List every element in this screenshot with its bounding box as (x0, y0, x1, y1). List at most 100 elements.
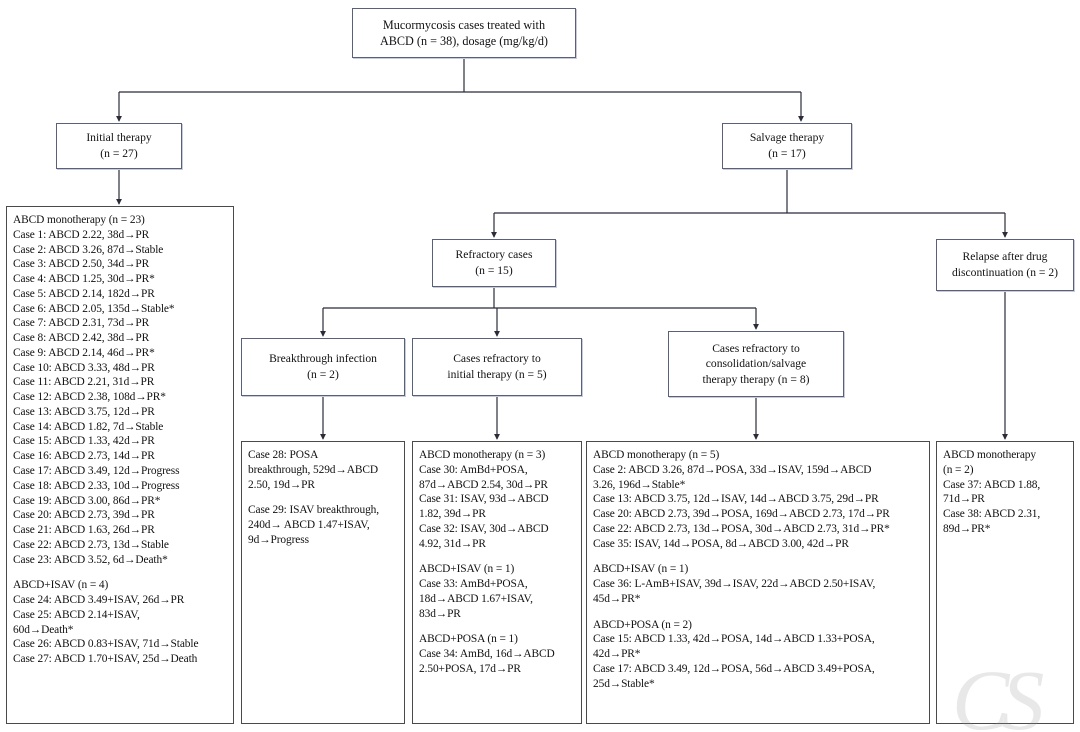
list-item: ABCD+ISAV (n = 1) (593, 563, 689, 576)
list-item: Case 10: ABCD 3.33, 48d→PR (13, 361, 155, 374)
list-item: Case 9: ABCD 2.14, 46d→PR* (13, 346, 155, 359)
node-relapse-after-discontinuation[interactable]: Relapse after drug discontinuation (n = … (936, 239, 1074, 291)
listbox-initial-therapy-cases[interactable]: ABCD monotherapy (n = 23) Case 1: ABCD 2.… (6, 206, 234, 724)
list-item: 83d→PR (419, 607, 461, 620)
node-salvage-therapy-label: Salvage therapy (749, 131, 825, 145)
node-salvage-therapy[interactable]: Salvage therapy (n = 17) (722, 123, 852, 169)
list-item: Case 28: POSA (248, 449, 319, 461)
list-item: 2.50, 19d→PR (248, 478, 315, 491)
list-item: Case 21: ABCD 1.63, 26d→PR (13, 524, 155, 537)
list-item: Case 22: ABCD 2.73, 13d→Stable (13, 538, 169, 551)
node-refr-cons-line1: Cases refractory to (712, 341, 800, 355)
list-item: ABCD monotherapy (943, 449, 1036, 461)
node-relapse-line1: Relapse after drug (962, 250, 1048, 264)
list-item: Case 12: ABCD 2.38, 108d→PR* (13, 391, 166, 404)
node-refractory-to-initial-therapy[interactable]: Cases refractory to initial therapy (n =… (412, 338, 582, 396)
list-item: ABCD monotherapy (n = 5) (593, 449, 720, 461)
node-refr-initial-line2: initial therapy (n = 5) (447, 368, 547, 381)
list-item: 25d→Stable* (593, 677, 655, 690)
node-breakthrough-infection[interactable]: Breakthrough infection (n = 2) (241, 338, 405, 396)
list-item: Case 34: AmBd, 16d→ABCD (419, 648, 555, 661)
list-item: ABCD+ISAV (n = 1) (419, 563, 515, 576)
list-item: Case 23: ABCD 3.52, 6d→Death* (13, 553, 168, 566)
node-root-line1: Mucormycosis cases treated with (382, 17, 546, 32)
node-root[interactable]: Mucormycosis cases treated with ABCD (n … (352, 8, 576, 58)
node-refractory-to-consolidation-salvage[interactable]: Cases refractory to consolidation/salvag… (668, 331, 844, 397)
list-item: Case 14: ABCD 1.82, 7d→Stable (13, 420, 164, 433)
list-item: Case 16: ABCD 2.73, 14d→PR (13, 450, 155, 463)
list-item: 60d→Death* (13, 623, 74, 636)
list-item: Case 17: ABCD 3.49, 12d→POSA, 56d→ABCD 3… (593, 662, 875, 675)
list-item: 2.50+POSA, 17d→PR (419, 662, 521, 675)
node-initial-therapy[interactable]: Initial therapy (n = 27) (56, 123, 182, 169)
node-salvage-therapy-count: (n = 17) (768, 147, 806, 160)
list-item: Case 13: ABCD 3.75, 12d→PR (13, 405, 155, 418)
list-item: Case 36: L-AmB+ISAV, 39d→ISAV, 22d→ABCD … (593, 578, 876, 591)
list-item: Case 38: ABCD 2.31, (943, 508, 1041, 521)
list-item: Case 31: ISAV, 93d→ABCD (419, 493, 549, 506)
node-refractory-cases-label: Refractory cases (455, 248, 533, 262)
list-item: (n = 2) (943, 463, 974, 476)
list-item: 9d→Progress (248, 533, 309, 546)
list-item: Case 4: ABCD 1.25, 30d→PR* (13, 273, 155, 286)
list-item: 4.92, 31d→PR (419, 537, 486, 550)
list-item: 240d→ ABCD 1.47+ISAV, (248, 519, 370, 532)
list-spacer (593, 551, 924, 562)
list-spacer (419, 551, 576, 562)
listbox-breakthrough-cases[interactable]: Case 28: POSA breakthrough, 529d→ABCD 2.50… (241, 441, 405, 724)
list-item: Case 11: ABCD 2.21, 31d→PR (13, 376, 155, 389)
list-item: 89d→PR* (943, 522, 991, 535)
node-refractory-cases-count: (n = 15) (475, 264, 513, 277)
list-item: ABCD+POSA (n = 2) (593, 618, 692, 631)
list-item: Case 15: ABCD 1.33, 42d→POSA, 14d→ABCD 1… (593, 633, 875, 646)
listbox-relapse-cases[interactable]: ABCD monotherapy (n = 2) Case 37: ABCD 1.8… (936, 441, 1074, 724)
list-item: Case 26: ABCD 0.83+ISAV, 71d→Stable (13, 638, 199, 651)
listbox-refractory-initial-cases[interactable]: ABCD monotherapy (n = 3)Case 30: AmBd+PO… (412, 441, 582, 724)
list-item: Case 3: ABCD 2.50, 34d→PR (13, 258, 150, 271)
node-refr-cons-line3: therapy therapy (n = 8) (702, 372, 810, 386)
list-item: Case 5: ABCD 2.14, 182d→PR (13, 287, 155, 300)
list-item: Case 7: ABCD 2.31, 73d→PR (13, 317, 150, 330)
list-item: Case 2: ABCD 3.26, 87d→POSA, 33d→ISAV, 1… (593, 463, 872, 476)
list-spacer (593, 607, 924, 618)
list-item: ABCD+ISAV (n = 4) (13, 579, 109, 592)
list-item: Case 24: ABCD 3.49+ISAV, 26d→PR (13, 594, 185, 607)
list-item: Case 25: ABCD 2.14+ISAV, (13, 608, 140, 621)
list-item: Case 18: ABCD 2.33, 10d→Progress (13, 479, 180, 492)
list-item: Case 33: AmBd+POSA, (419, 578, 528, 591)
node-initial-therapy-label: Initial therapy (86, 131, 152, 145)
node-relapse-line2: discontinuation (n = 2) (951, 266, 1059, 279)
node-breakthrough-count: (n = 2) (307, 368, 339, 381)
list-item: 3.26, 196d→Stable* (593, 478, 686, 491)
list-item: Case 8: ABCD 2.42, 38d→PR (13, 332, 150, 345)
node-breakthrough-label: Breakthrough infection (269, 352, 377, 366)
list-spacer (248, 492, 399, 503)
list-item: Case 27: ABCD 1.70+ISAV, 25d→Death (13, 653, 198, 666)
list-item: Case 37: ABCD 1.88, (943, 478, 1041, 491)
list-item: 42d→PR* (593, 648, 641, 661)
list-item: Case 17: ABCD 3.49, 12d→Progress (13, 465, 180, 478)
node-refractory-cases[interactable]: Refractory cases (n = 15) (432, 239, 556, 287)
list-item: 45d→PR* (593, 592, 641, 605)
node-initial-therapy-count: (n = 27) (100, 147, 138, 160)
node-root-line2: ABCD (n = 38), dosage (mg/kg/d) (379, 34, 548, 48)
list-item: Case 13: ABCD 3.75, 12d→ISAV, 14d→ABCD 3… (593, 493, 879, 506)
list-item: Case 35: ISAV, 14d→POSA, 8d→ABCD 3.00, 4… (593, 537, 849, 550)
listbox-refractory-consolidation-cases[interactable]: ABCD monotherapy (n = 5) Case 2: ABCD 3.2… (586, 441, 930, 724)
list-item: Case 20: ABCD 2.73, 39d→POSA, 169d→ABCD … (593, 508, 890, 521)
list-item: Case 2: ABCD 3.26, 87d→Stable (13, 243, 164, 256)
list-item: Case 19: ABCD 3.00, 86d→PR* (13, 494, 161, 507)
list-spacer (419, 621, 576, 632)
node-refr-cons-line2: consolidation/salvage (705, 357, 807, 371)
list-item: Case 1: ABCD 2.22, 38d→PR (13, 228, 150, 241)
list-item: breakthrough, 529d→ABCD (248, 463, 378, 476)
list-item: Case 32: ISAV, 30d→ABCD (419, 522, 549, 535)
list-item: ABCD monotherapy (n = 23) (13, 214, 145, 226)
list-item: Case 29: ISAV breakthrough, (248, 504, 380, 517)
list-spacer (13, 567, 228, 578)
list-item: 87d→ABCD 2.54, 30d→PR (419, 478, 548, 491)
list-item: 71d→PR (943, 493, 985, 506)
list-item: ABCD monotherapy (n = 3) (419, 449, 546, 461)
node-refr-initial-line1: Cases refractory to (453, 352, 541, 366)
